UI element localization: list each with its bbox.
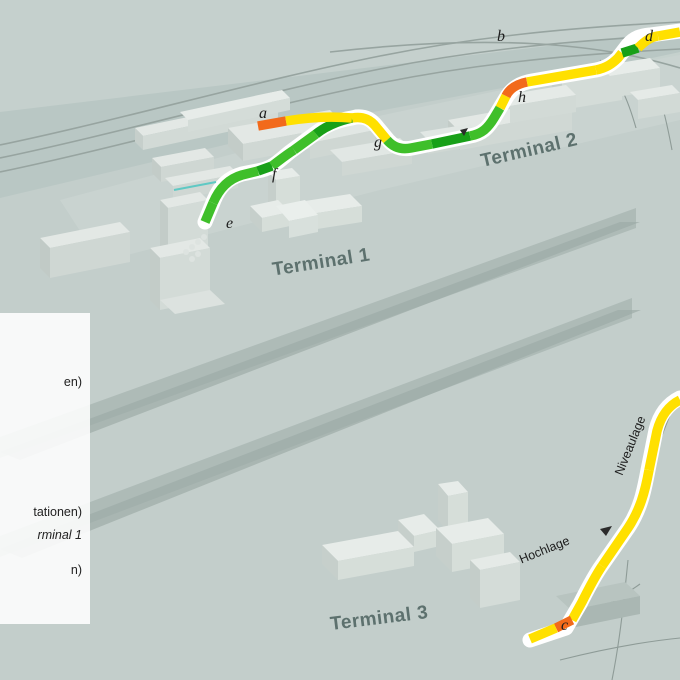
terminal1-buildings [40,90,412,314]
route-arrows [460,128,612,536]
landside-band [0,0,680,112]
accent-line [173,181,217,191]
runway-edge-2 [0,298,632,557]
route-segments [200,27,680,644]
legend-line-4: n) [70,563,82,577]
legend-line-1: en) [63,375,82,389]
terminal3-buildings [322,481,640,628]
legend-line-3: rminal 1 [37,528,82,542]
walkway-dots [183,234,207,262]
terminal2-buildings [420,58,680,154]
rail-lines [0,21,680,173]
runway-edge-1 [0,208,636,458]
legend-line-2: tationen) [33,505,82,519]
legend-panel: en) tationen) rminal 1 n) [0,313,90,624]
